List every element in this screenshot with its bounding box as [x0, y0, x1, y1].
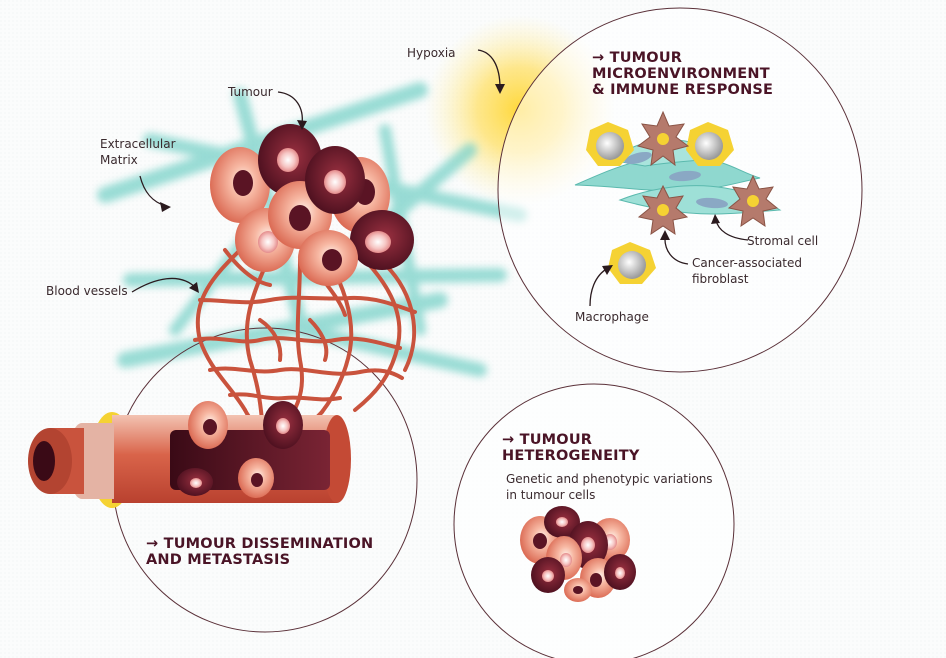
caf-label-line1: Cancer-associated	[692, 256, 803, 270]
heading-arrow: →	[146, 536, 159, 552]
stromal-cell-label: Stromal cell	[747, 234, 819, 248]
heterogeneity-description-line1: Genetic and phenotypic variations	[506, 472, 713, 486]
heterogeneity-heading: → TUMOUR HETEROGENEITY	[502, 432, 640, 464]
tumour-label: Tumour	[228, 85, 273, 99]
heading-arrow: →	[592, 50, 605, 66]
blood-vessel-network	[193, 248, 417, 434]
tumour-cell-cluster	[210, 124, 414, 286]
blood-vessels-label: Blood vessels	[46, 284, 128, 298]
hypoxia-label: Hypoxia	[407, 46, 456, 60]
label-arrowheads	[160, 84, 720, 293]
macrophage-label: Macrophage	[575, 310, 649, 324]
heading-arrow: →	[502, 432, 515, 448]
microenvironment-heading-line1: TUMOUR	[609, 50, 683, 66]
microenvironment-cells	[574, 110, 782, 284]
microenvironment-heading: → TUMOUR MICROENVIRONMENT & IMMUNE RESPO…	[592, 50, 773, 98]
dissemination-heading: → TUMOUR DISSEMINATION AND METASTASIS	[146, 536, 373, 568]
dissemination-heading-line1: TUMOUR DISSEMINATION	[163, 536, 374, 552]
dissemination-heading-line2: AND METASTASIS	[146, 552, 291, 568]
microenvironment-heading-line3: & IMMUNE RESPONSE	[592, 82, 774, 98]
heterogeneity-heading-line2: HETEROGENEITY	[502, 448, 640, 464]
microenvironment-heading-line2: MICROENVIRONMENT	[592, 66, 770, 82]
heterogeneity-circle	[453, 383, 735, 658]
extracellular-matrix-label-line2: Matrix	[100, 153, 138, 167]
heterogeneity-cell-cluster	[520, 506, 636, 602]
heterogeneity-heading-line1: TUMOUR	[519, 432, 593, 448]
blood-vessel-tube	[28, 401, 351, 508]
extracellular-matrix-label-line1: Extracellular	[100, 137, 176, 151]
heterogeneity-description-line2: in tumour cells	[506, 488, 596, 502]
caf-label-line2: fibroblast	[692, 272, 749, 286]
